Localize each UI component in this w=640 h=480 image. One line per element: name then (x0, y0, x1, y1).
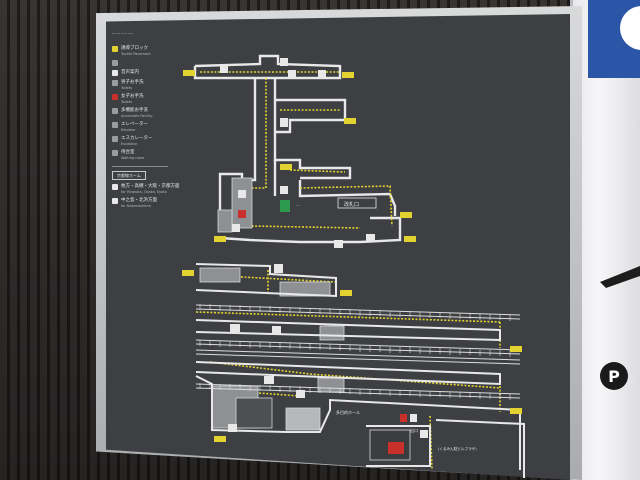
legend-item-label: 誘導ブロック (121, 46, 148, 52)
legend-item-label: 待合室 (121, 150, 135, 156)
direction-label: 枚方・高槻・大阪・京都方面 (121, 184, 180, 190)
legend-item-label: 女子お手洗 (121, 94, 144, 100)
legend-item-label: 多機能お手洗 (121, 108, 148, 114)
ticket-gate-box (337, 197, 377, 209)
waiting-room-icon (112, 150, 118, 157)
legend-item: 音声案内 (112, 70, 184, 77)
parking-letter: P (608, 366, 620, 386)
legend-direction-box: 京都線ホーム (112, 171, 146, 181)
legend-item-english: Tactile Pavement (121, 51, 151, 56)
elevator-icon (112, 122, 118, 129)
escalator-icon (112, 136, 118, 143)
slope-icon (112, 60, 118, 67)
yellow-number-tags (182, 70, 522, 442)
legend-item-english: Escalator (121, 141, 138, 146)
multipurpose-hall-label: 多目的ホール (336, 409, 360, 415)
legend-item-english: Accessible Facility (121, 113, 153, 118)
track-rails (195, 304, 521, 399)
facility-blocks (199, 177, 411, 461)
sign-circle-icon (620, 6, 640, 50)
upper-concourse-walls (193, 54, 402, 244)
braille-guide-icon (112, 70, 118, 77)
womens-toilet-icon (112, 94, 118, 101)
exit-label: 出口 (410, 427, 418, 433)
direction-arrow-icon (600, 266, 640, 288)
direction-arrow-icon (112, 184, 118, 191)
tactile-block-icon (112, 46, 118, 53)
ticket-gate-label: 改札口 (344, 201, 359, 208)
legend-divider (112, 166, 168, 168)
direction-arrow-icon (112, 198, 118, 205)
legend-title: ………… (112, 30, 134, 36)
track-sleepers (199, 304, 511, 400)
legend-item (112, 60, 184, 67)
concourse-label: … (296, 202, 300, 207)
legend-item-label: エレベーター (121, 122, 148, 128)
direction-label: 中之島・北浜方面 (121, 198, 157, 204)
legend-item-english: Toilets (121, 99, 132, 104)
accessible-toilet-icon (112, 108, 118, 115)
plaza-label: (くるみん駐ビルプラザ) (438, 446, 477, 451)
map-icon-tiles (220, 58, 428, 454)
legend-item-english: Elevator (121, 127, 136, 132)
platform-outlines (195, 263, 525, 478)
mens-toilet-icon (112, 80, 118, 87)
legend-item-english: Waiting room (121, 155, 145, 160)
direction-english: for Hirakata, Osaka, Kyoto (121, 189, 167, 194)
legend-item-label: エスカレーター (121, 136, 153, 142)
legend-item-english: Toilets (121, 85, 132, 90)
legend-item-label: 音声案内 (121, 70, 139, 76)
direction-english: for Nakanoshima (121, 203, 151, 208)
legend-item-label: 男子お手洗 (121, 80, 144, 86)
parking-icon: P (600, 362, 628, 390)
